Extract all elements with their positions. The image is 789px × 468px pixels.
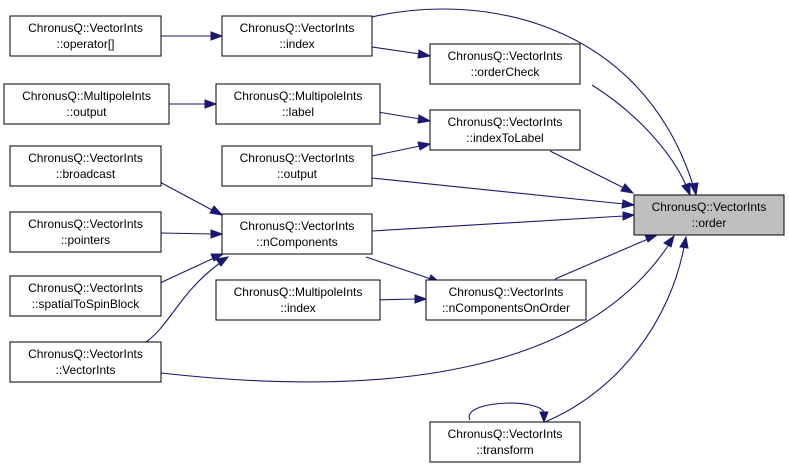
node-vi-operator[interactable]: ChronusQ::VectorInts ::operator[] <box>9 15 162 57</box>
node-line1: ChronusQ::VectorInts <box>448 427 563 441</box>
edge-output-to-indextolabel <box>371 145 421 157</box>
node-line2: ::indexToLabel <box>466 131 543 145</box>
node-vi-broadcast[interactable]: ChronusQ::VectorInts ::broadcast <box>9 145 162 187</box>
node-line2: ::pointers <box>61 233 110 247</box>
node-line1: ChronusQ::VectorInts <box>240 21 355 35</box>
arrowhead <box>681 182 691 197</box>
node-line2: ::transform <box>476 443 533 457</box>
node-line1: ChronusQ::VectorInts <box>28 151 143 165</box>
edge-ncomponentsonorder-to-order <box>554 238 649 280</box>
arrowhead <box>210 31 224 41</box>
node-mi-output[interactable]: ChronusQ::MultipoleInts ::output <box>3 83 170 125</box>
edges <box>145 8 699 424</box>
arrowhead <box>215 256 230 267</box>
node-line2: ::broadcast <box>56 167 116 181</box>
arrowhead <box>689 182 699 197</box>
edge-ctor-to-ncomponents <box>145 262 221 343</box>
edge-broadcast-to-ncomponents <box>157 180 213 211</box>
node-line2: ::operator[] <box>56 37 114 51</box>
arrowhead <box>210 253 225 262</box>
node-vi-ncomponentsonorder[interactable]: ChronusQ::VectorInts ::nComponentsOnOrde… <box>425 279 587 321</box>
node-line2: ::nComponents <box>256 235 337 249</box>
node-vi-output[interactable]: ChronusQ::VectorInts ::output <box>221 145 373 187</box>
edge-output-to-order <box>371 177 625 205</box>
node-line2: ::order <box>692 216 727 230</box>
arrowhead <box>210 229 224 239</box>
node-line1: ChronusQ::VectorInts <box>449 285 564 299</box>
edge-index-to-ordercheck <box>371 46 421 55</box>
node-line1: ChronusQ::VectorInts <box>240 219 355 233</box>
edge-indextolabel-to-order <box>549 150 625 189</box>
edge-ctor-to-order <box>160 245 669 383</box>
edge-ncomponents-to-ncomponentsonorder <box>365 256 432 280</box>
arrowhead <box>621 199 636 209</box>
edge-index-to-order <box>371 8 694 186</box>
node-line2: ::label <box>282 105 314 119</box>
edge-transform-to-order <box>544 246 685 423</box>
node-line1: ChronusQ::VectorInts <box>28 21 143 35</box>
arrowhead <box>679 235 689 249</box>
node-vi-index[interactable]: ChronusQ::VectorInts ::index <box>221 15 373 57</box>
node-line2: ::index <box>279 37 314 51</box>
node-line1: ChronusQ::VectorInts <box>28 347 143 361</box>
node-line1: ChronusQ::MultipoleInts <box>234 285 363 299</box>
node-line1: ChronusQ::VectorInts <box>240 151 355 165</box>
arrowhead <box>620 183 635 194</box>
node-vi-pointers[interactable]: ChronusQ::VectorInts ::pointers <box>9 211 162 253</box>
node-line1: ChronusQ::VectorInts <box>28 281 143 295</box>
node-vi-order[interactable]: ChronusQ::VectorInts ::order <box>633 194 785 236</box>
node-line1: ChronusQ::MultipoleInts <box>234 89 363 103</box>
arrowhead <box>204 99 218 109</box>
node-line1: ChronusQ::VectorInts <box>448 115 563 129</box>
node-line1: ChronusQ::VectorInts <box>448 49 563 63</box>
node-vi-transform[interactable]: ChronusQ::VectorInts ::transform <box>429 421 581 463</box>
arrowhead <box>622 211 636 221</box>
node-line2: ::nComponentsOnOrder <box>442 301 570 315</box>
arrowhead <box>417 49 432 59</box>
node-vi-ordercheck[interactable]: ChronusQ::VectorInts ::orderCheck <box>429 43 581 85</box>
node-line1: ChronusQ::VectorInts <box>652 200 767 214</box>
edge-spatial-to-ncomponents <box>159 257 215 284</box>
node-vi-ctor[interactable]: ChronusQ::VectorInts ::VectorInts <box>9 341 162 383</box>
node-vi-spatial[interactable]: ChronusQ::VectorInts ::spatialToSpinBloc… <box>9 275 162 317</box>
edge-pointers-to-ncomponents <box>160 232 213 235</box>
arrowhead <box>209 205 224 216</box>
arrowhead <box>644 234 659 243</box>
nodes: ChronusQ::VectorInts ::operator[] Chronu… <box>3 15 785 463</box>
edge-ncomponents-to-order <box>371 215 625 232</box>
node-vi-ncomponents[interactable]: ChronusQ::VectorInts ::nComponents <box>221 213 373 255</box>
arrowhead <box>539 411 549 424</box>
node-mi-index[interactable]: ChronusQ::MultipoleInts ::index <box>215 279 381 321</box>
node-vi-indextolabel[interactable]: ChronusQ::VectorInts ::indexToLabel <box>429 109 581 151</box>
node-line2: ::orderCheck <box>471 65 541 79</box>
node-line2: ::output <box>277 167 318 181</box>
node-line2: ::spatialToSpinBlock <box>32 297 140 311</box>
node-line1: ChronusQ::MultipoleInts <box>22 89 151 103</box>
arrowhead <box>417 141 432 151</box>
node-line2: ::VectorInts <box>55 363 115 377</box>
arrowhead <box>414 294 428 304</box>
edge-transform-self-loop <box>468 402 546 421</box>
edge-ordercheck-to-order <box>591 84 687 186</box>
arrowhead <box>663 234 675 248</box>
node-line2: ::output <box>66 105 107 119</box>
node-line2: ::index <box>280 301 315 315</box>
arrowhead <box>417 114 432 124</box>
node-mi-label[interactable]: ChronusQ::MultipoleInts ::label <box>215 83 381 125</box>
node-line1: ChronusQ::VectorInts <box>28 217 143 231</box>
